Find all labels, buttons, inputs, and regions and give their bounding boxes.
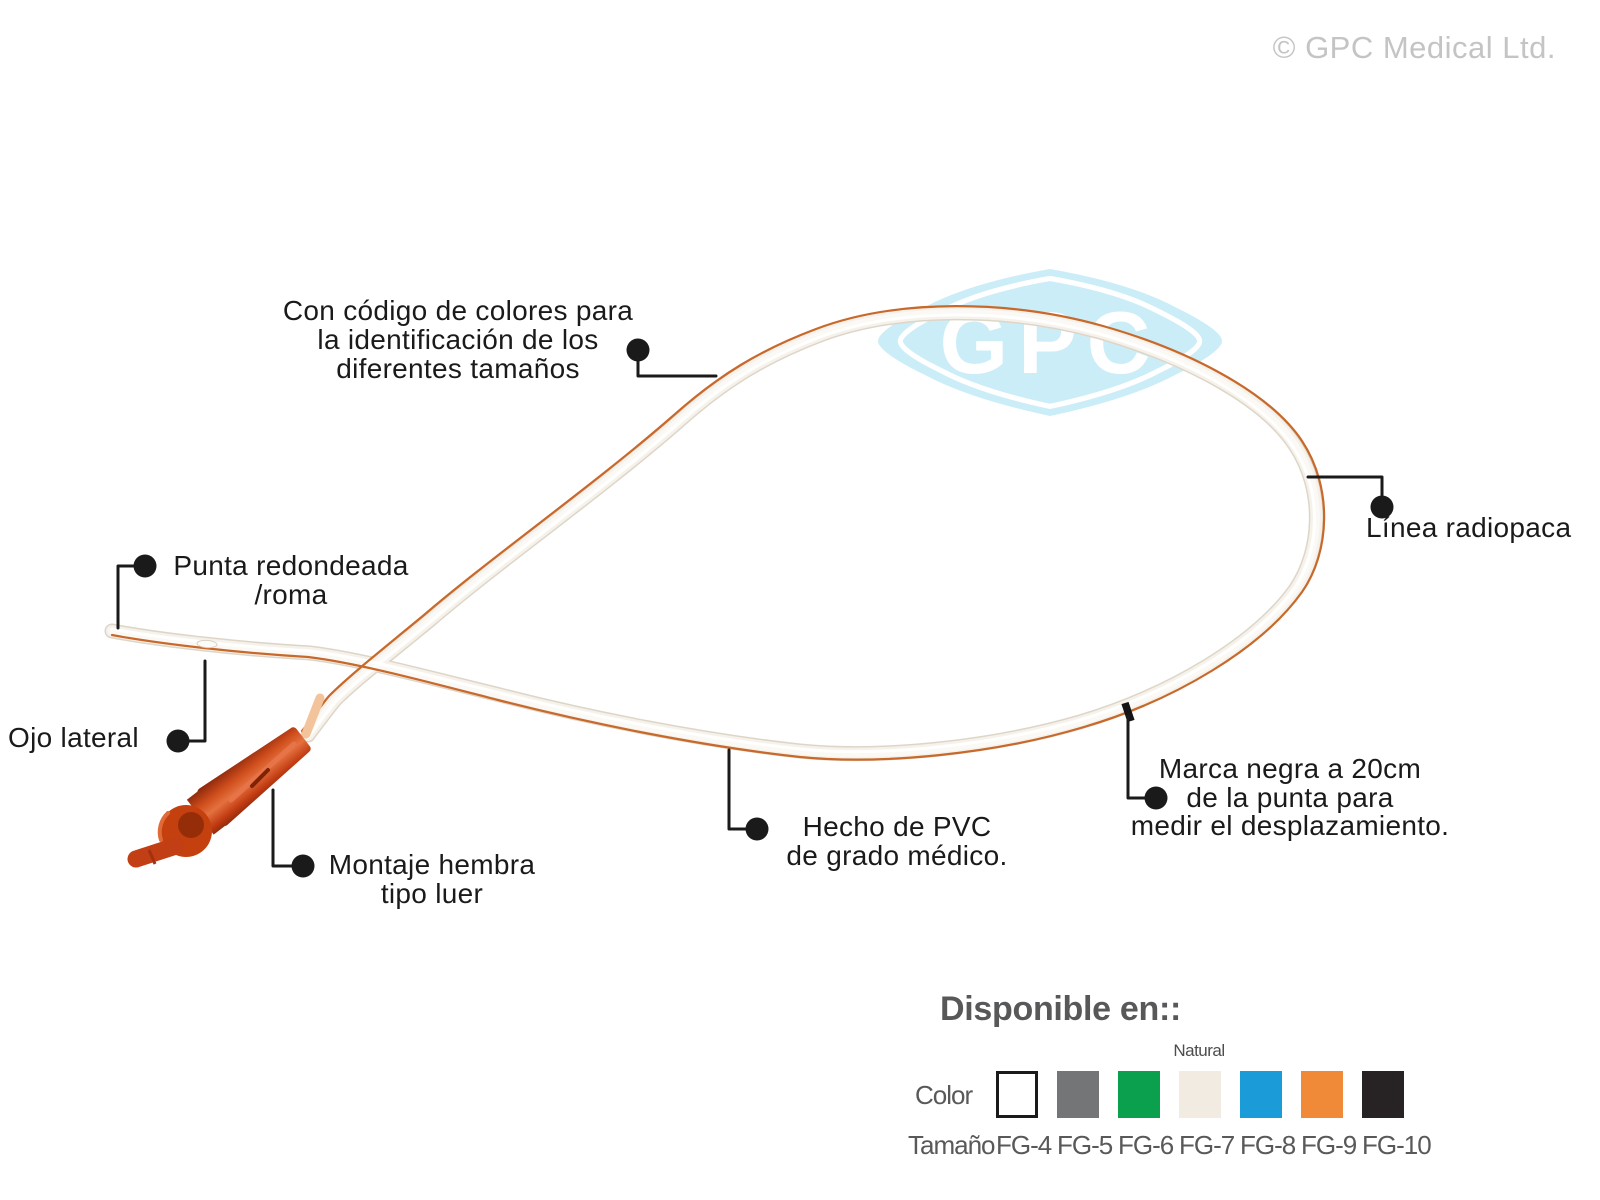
swatch-fg5 — [1057, 1071, 1099, 1118]
leader-radiopaque — [1306, 475, 1384, 499]
connector-plug-tab — [127, 837, 185, 868]
size-fg9: FG-9 — [1301, 1130, 1357, 1160]
label-line: /roma — [254, 579, 328, 610]
label-line: Con código de colores para — [282, 295, 634, 326]
connector-body-highlight — [228, 741, 297, 803]
connector-cap-recess — [178, 812, 204, 838]
label-line: Punta redondeada — [173, 550, 409, 581]
label-side-eye: Ojo lateral — [8, 722, 139, 753]
dot-color-code — [626, 338, 650, 362]
availability-heading: Disponible en:: — [940, 990, 1182, 1028]
callout-dots — [133, 338, 1394, 878]
copyright-watermark: © GPC Medical Ltd. — [1272, 30, 1556, 65]
tube-highlight — [110, 313, 1317, 754]
label-line: la identificación de los — [317, 324, 599, 355]
label-color-code: Con código de colores para la identifica… — [268, 296, 648, 383]
dot-pvc — [745, 817, 769, 841]
black-depth-mark — [1121, 701, 1135, 723]
dot-rounded-tip — [133, 554, 157, 578]
size-fg8: FG-8 — [1240, 1130, 1296, 1160]
swatch-fg8 — [1240, 1071, 1282, 1118]
color-swatch-row — [996, 1071, 1423, 1118]
label-line: Montaje hembra — [328, 849, 536, 880]
size-row-label: Tamaño — [908, 1130, 995, 1160]
tube-end-tint — [301, 693, 325, 739]
swatch-fg7 — [1179, 1071, 1221, 1118]
side-eye-opening — [196, 639, 218, 649]
swatch-fg10 — [1362, 1071, 1404, 1118]
label-line: de la punta para — [1186, 781, 1394, 813]
swatch-fg4 — [996, 1071, 1038, 1118]
label-line: diferentes tamaños — [336, 353, 580, 384]
dot-black-mark — [1144, 786, 1168, 810]
leader-luer-mount — [271, 788, 294, 868]
swatch-fg6 — [1118, 1071, 1160, 1118]
leader-pvc — [727, 748, 748, 831]
label-line: de grado médico. — [786, 840, 1008, 871]
leader-color-code — [636, 358, 718, 378]
tube-inner-light — [108, 309, 1320, 758]
label-line: tipo luer — [380, 878, 484, 909]
callout-leaders — [116, 358, 1384, 868]
radiopaque-stripe — [110, 305, 1326, 761]
gpc-logo-watermark: GPC — [878, 269, 1222, 416]
color-row-label: Color — [915, 1080, 973, 1110]
connector-collar — [186, 789, 228, 835]
size-fg10: FG-10 — [1362, 1130, 1432, 1160]
connector-plug-ridge — [147, 849, 157, 865]
label-black-mark: Marca negra a 20cm de la punta para medi… — [1108, 753, 1472, 841]
leader-black-mark — [1126, 714, 1147, 800]
size-fg6: FG-6 — [1118, 1130, 1174, 1160]
catheter-tube — [104, 305, 1326, 762]
connector-slot — [250, 768, 270, 788]
leader-side-eye — [186, 659, 207, 743]
label-pvc: Hecho de PVC de grado médico. — [772, 812, 1022, 870]
label-line: Marca negra a 20cm — [1158, 753, 1422, 784]
dot-side-eye — [166, 729, 190, 753]
label-line: medir el desplazamiento. — [1130, 810, 1450, 841]
size-label-row: FG-4 FG-5 FG-6 FG-7 FG-8 FG-9 FG-10 — [996, 1130, 1432, 1161]
label-luer-mount: Montaje hembra tipo luer — [316, 850, 548, 908]
label-line: Hecho de PVC — [802, 811, 992, 842]
luer-connector — [127, 727, 311, 868]
size-fg5: FG-5 — [1057, 1130, 1113, 1160]
swatch-fg9 — [1301, 1071, 1343, 1118]
leader-rounded-tip — [116, 564, 136, 630]
dot-luer-mount — [291, 854, 315, 878]
connector-cap-highlight — [157, 811, 170, 842]
size-fg4: FG-4 — [996, 1130, 1052, 1160]
natural-note: Natural — [1173, 1041, 1225, 1060]
label-radiopaque-line: Línea radiopaca — [1366, 512, 1572, 543]
label-rounded-tip: Punta redondeada /roma — [160, 551, 422, 609]
dot-radiopaque — [1370, 495, 1394, 519]
size-fg7: FG-7 — [1179, 1130, 1235, 1160]
